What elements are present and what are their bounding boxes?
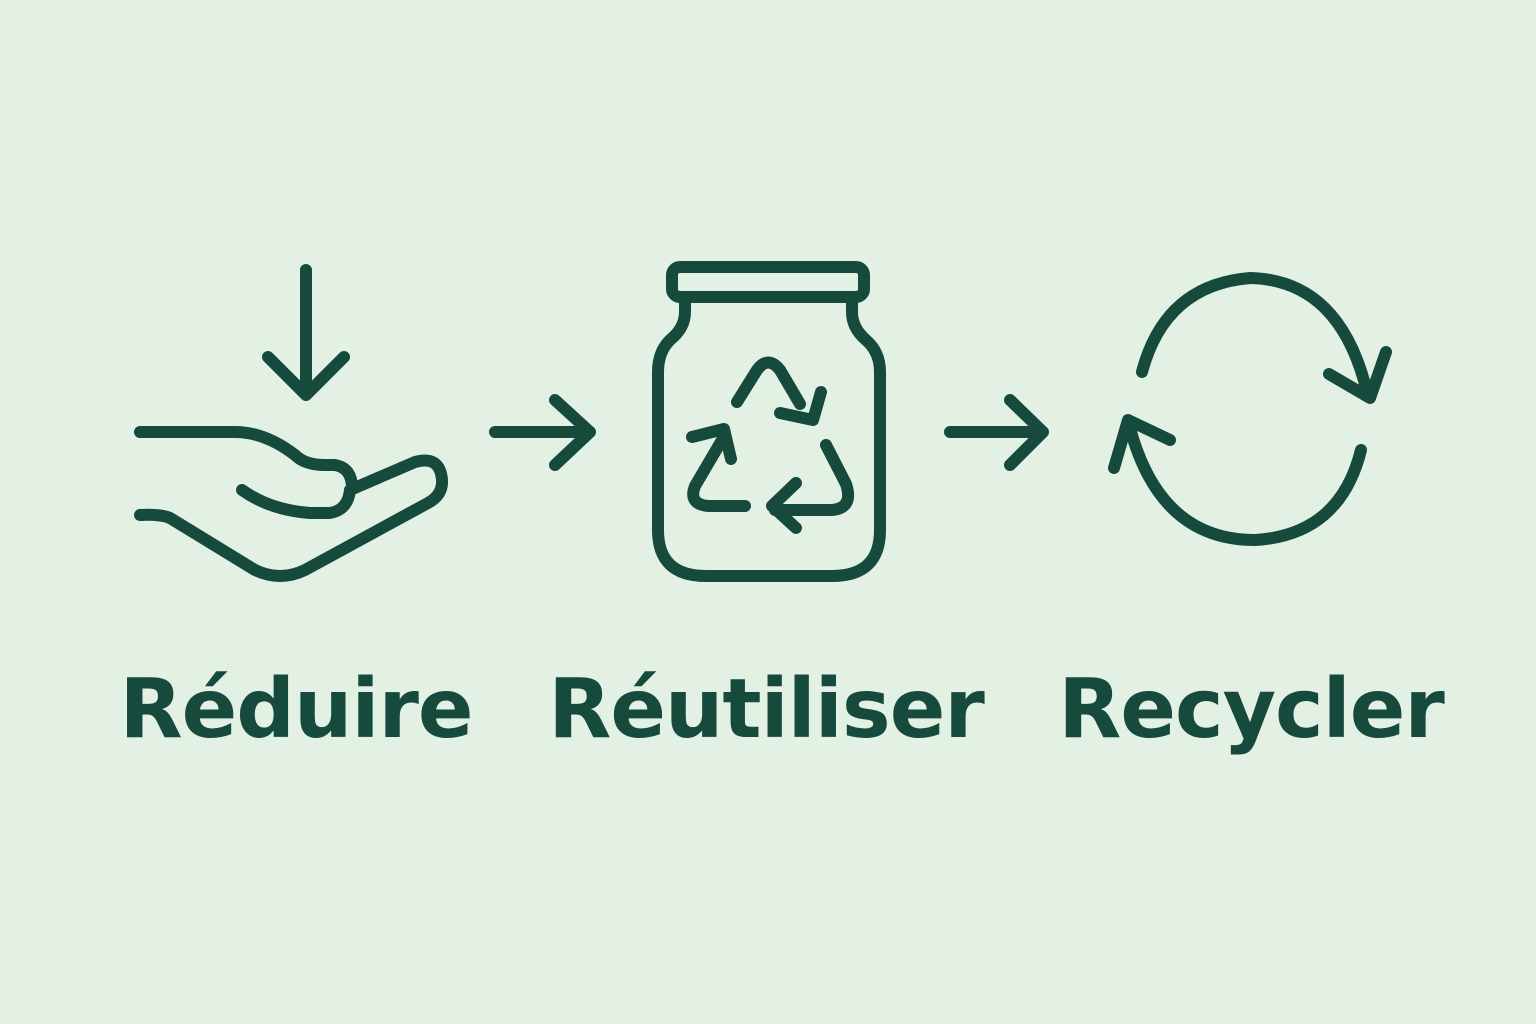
step-label-reduire: Réduire [119,662,474,757]
jar-with-recycle-symbol-icon [652,261,886,582]
step-label-reutiliser: Réutiliser [548,662,985,757]
right-arrow-icon [944,394,1049,471]
circular-arrows-icon [1108,272,1392,546]
step-label-recycler: Recycler [1058,662,1445,757]
hand-with-down-arrow-icon [134,264,449,582]
right-arrow-icon [489,394,596,471]
